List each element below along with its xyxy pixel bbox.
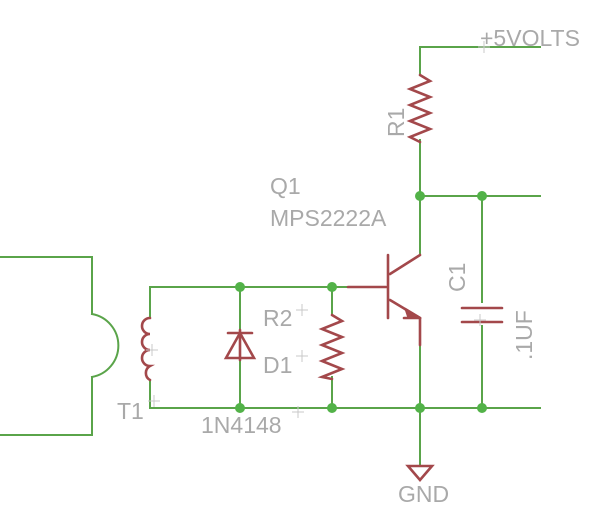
c1-value-label: .1UF [511,310,537,360]
r1-label: R1 [383,108,409,137]
t1-coil-symbol [140,316,156,382]
junction-r2-bottom [327,403,337,413]
c1-capacitor-symbol [460,306,504,324]
c1-name-label: C1 [444,263,470,292]
q1-transistor-symbol [346,253,422,347]
external-loop-wire [0,256,93,436]
junction-c1-bottom [477,403,487,413]
gnd-symbol [405,464,435,482]
q1-part-label: MPS2222A [270,205,387,231]
r2-label: R2 [263,305,292,331]
wires [0,46,541,467]
t1-label: T1 [117,398,144,424]
d1-diode-symbol [223,328,257,362]
junction-collector [415,191,425,201]
junction-emitter [415,403,425,413]
r2-resistor-symbol [317,313,346,381]
junction-d1-top [235,282,245,292]
d1-part-label: 1N4148 [201,412,282,438]
external-loop-arc [90,312,120,379]
junction-c1-top [477,191,487,201]
junction-r2-top [327,282,337,292]
d1-label: D1 [263,352,292,378]
junction-d1-bottom [235,403,245,413]
junctions [235,191,487,413]
supply-label: +5VOLTS [480,25,580,51]
q1-name-label: Q1 [270,173,301,199]
origin-marks [146,41,490,418]
gnd-label: GND [398,481,449,507]
r1-resistor-symbol [406,73,434,144]
